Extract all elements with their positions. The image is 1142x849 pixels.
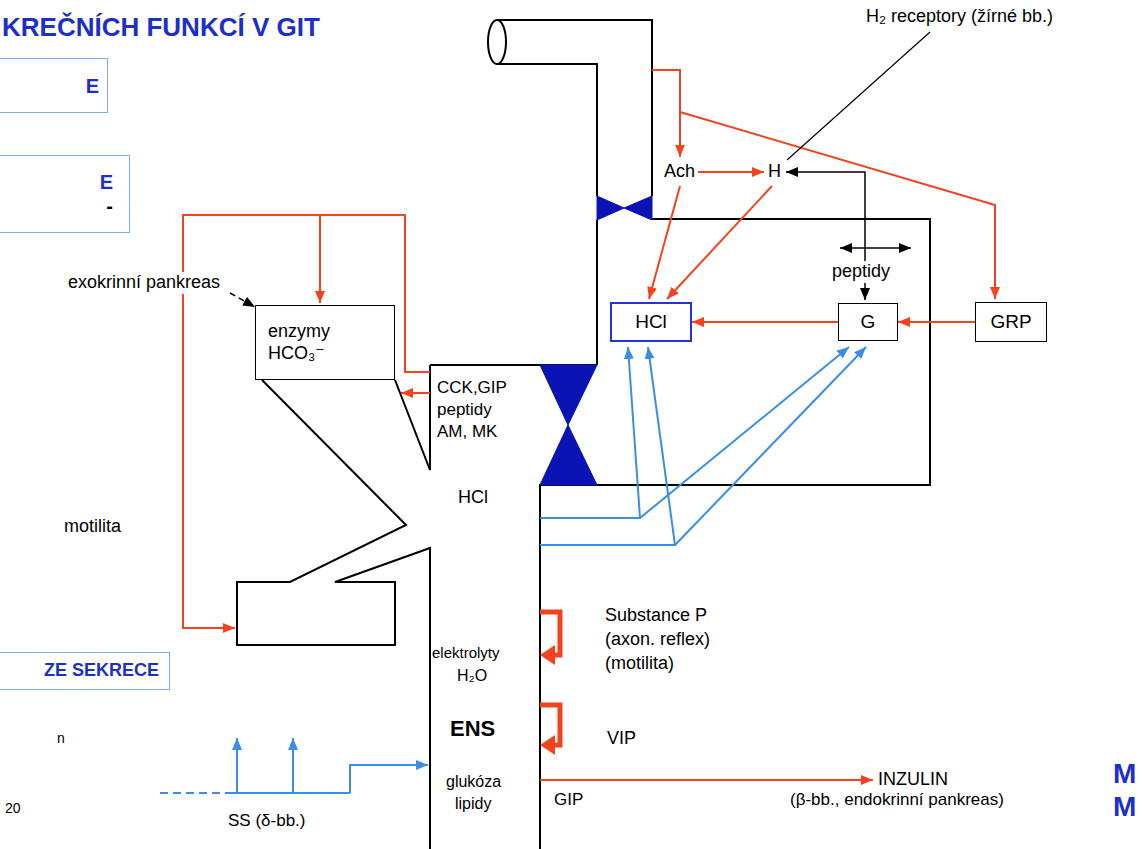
text-box: HCl — [610, 302, 692, 342]
content-label: elektrolyty — [432, 644, 500, 662]
messenger-label: H — [768, 161, 781, 183]
text-box: enzymy HCO₃⁻ — [255, 305, 395, 380]
hormone-label: peptidy — [437, 400, 492, 420]
peptide-label: peptidy — [830, 261, 892, 283]
stimulation-arrow — [401, 392, 430, 394]
text-box: E- — [0, 155, 130, 233]
box-text: HCl — [635, 311, 667, 334]
content-label: glukóza — [446, 772, 501, 791]
inhibition-arrow — [236, 738, 238, 793]
box-text: G — [861, 311, 876, 334]
source-note: (β-bb., endokrinní pankreas) — [790, 790, 1004, 810]
inhibition-arrow — [675, 347, 866, 545]
text-box: E — [0, 58, 108, 113]
box-text: E — [86, 74, 99, 98]
inhibition-arrows — [160, 347, 866, 793]
leader-arrow — [230, 293, 255, 307]
inhibition-arrow — [292, 738, 294, 793]
mediator-label: VIP — [607, 728, 636, 750]
text-box: ZE SEKRECE — [0, 652, 170, 690]
receptor-note: H₂ receptory (žírné bb.) — [866, 6, 1053, 28]
inhibition-line — [230, 792, 350, 794]
hormone-label: SS (δ-bb.) — [228, 811, 305, 831]
organ-label: exokrinní pankreas — [66, 272, 222, 294]
stimulation-arrow — [319, 215, 321, 303]
hormone-label: CCK,GIP — [437, 378, 507, 398]
slide-title: KREČNÍCH FUNKCÍ V GIT — [2, 12, 320, 43]
arrowhead — [540, 645, 555, 665]
stimulation-arrow — [698, 171, 764, 173]
box-text: E — [100, 170, 113, 194]
esophagus-wall — [497, 20, 652, 196]
stimulation-arrow — [692, 321, 838, 323]
inhibition-arrow — [540, 347, 640, 518]
inhibition-line — [160, 792, 230, 794]
leader-line — [787, 32, 930, 160]
duodenum-wall — [237, 380, 430, 849]
content-label: lipidy — [455, 794, 491, 813]
hormone-label: GIP — [554, 790, 583, 810]
text-box: G — [838, 303, 898, 341]
stimulation-arrow — [898, 321, 975, 323]
messenger-label: Ach — [664, 161, 695, 183]
stomach-wall — [540, 219, 930, 849]
box-text: ZE SEKRECE — [44, 660, 159, 682]
esophagus-opening — [488, 20, 506, 64]
stimulation-arrow — [667, 186, 772, 299]
vagal-arrow — [680, 112, 995, 299]
inhibition-arrow — [640, 347, 849, 518]
inhibition-arrow — [350, 765, 428, 793]
mediator-note: (axon. reflex) — [605, 629, 710, 651]
fragment-text: n — [57, 730, 65, 747]
arrowhead — [540, 735, 555, 755]
stimulation-arrows — [183, 70, 995, 780]
hormone-label: AM, MK — [437, 422, 497, 442]
double-arrow — [840, 247, 911, 249]
logo-letter: M — [1113, 790, 1136, 824]
mediator-note: (motilita) — [605, 653, 674, 675]
page-number: 20 — [5, 800, 21, 817]
stimulation-arrow — [649, 186, 680, 299]
logo-letter: M — [1113, 757, 1136, 791]
box-text: - — [106, 194, 113, 218]
black-lines — [230, 32, 930, 307]
system-label: ENS — [450, 716, 495, 742]
hormone-label: INZULIN — [878, 769, 948, 791]
stimulation-arrow — [540, 779, 873, 781]
pancreatic-duct — [395, 365, 430, 470]
content-label: H₂O — [457, 666, 487, 685]
inhibition-arrow — [540, 347, 675, 545]
pylorus-sphincter — [540, 365, 597, 485]
box-text: GRP — [990, 311, 1031, 334]
vagal-arrow — [652, 70, 680, 157]
cardia-sphincter — [597, 196, 652, 220]
acid-label: HCl — [458, 487, 488, 509]
mediator-label: Substance P — [605, 605, 707, 627]
box-text: enzymy HCO₃⁻ — [268, 321, 330, 364]
gut-outline — [237, 20, 930, 849]
function-label: motilita — [64, 516, 121, 538]
text-box: GRP — [975, 302, 1047, 342]
